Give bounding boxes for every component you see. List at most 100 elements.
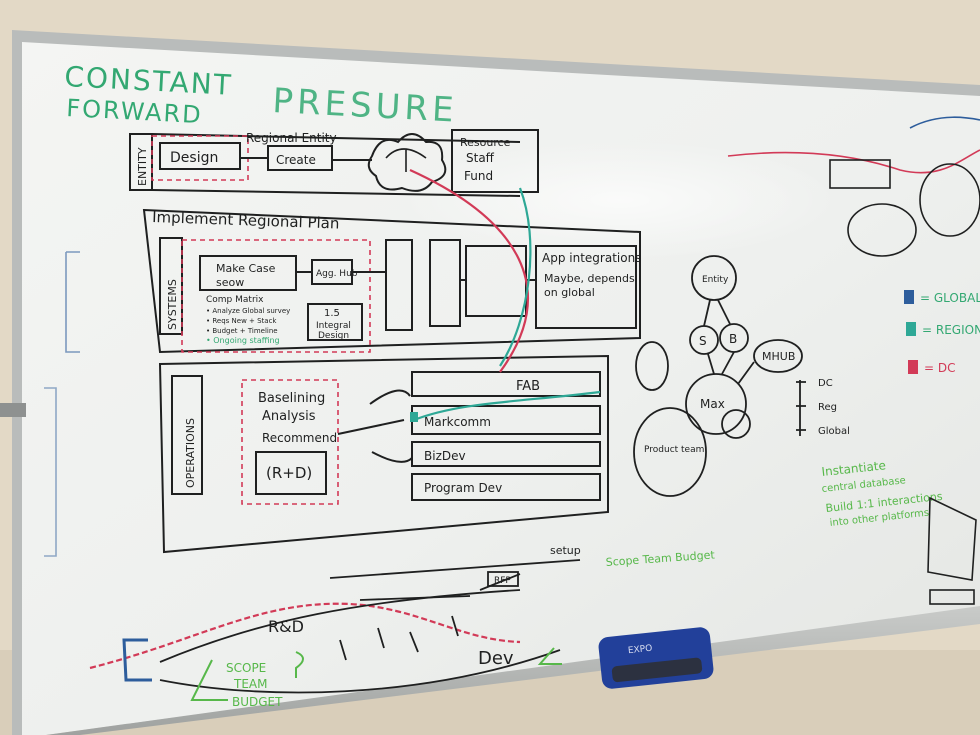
dc-label: DC	[818, 378, 833, 389]
product-team-node	[633, 407, 707, 497]
scope-label: SCOPE	[226, 661, 266, 675]
mhub-node	[753, 339, 803, 373]
bizdev-box	[411, 441, 601, 467]
baselining-dashed	[241, 379, 339, 505]
blue-left-bracket	[65, 251, 80, 353]
legend-dc: = DC	[924, 361, 956, 375]
rd-ops-label: (R+D)	[266, 464, 312, 482]
s-node-label: S	[699, 334, 707, 348]
program-dev-box	[411, 473, 601, 501]
step-1-5: 1.5	[324, 308, 340, 319]
stack-box	[385, 239, 413, 331]
product-team-label: Product team	[644, 445, 704, 455]
reqs-stack: • Reqs New + Stack	[206, 317, 277, 325]
reg-label: Reg	[818, 402, 837, 413]
resource-label: Resource	[460, 136, 511, 149]
legend-regional: = REGIONAL	[922, 323, 980, 337]
max-node	[685, 373, 747, 435]
design-box	[159, 142, 241, 170]
fab-label: FAB	[516, 379, 540, 394]
light-glare	[400, 140, 840, 260]
budget-timeline: • Budget + Timeline	[206, 327, 278, 335]
b-node-label: B	[729, 332, 737, 346]
whiteboard-eraser[interactable]: EXPO	[598, 626, 715, 689]
operations-label: OPERATIONS	[184, 418, 197, 488]
team-label: TEAM	[233, 677, 267, 691]
resource-box	[451, 129, 539, 193]
wall-mount-bracket	[0, 403, 26, 417]
board-title: CONSTANT FORWARD PRESURE	[64, 60, 459, 131]
agg-hub-label: Agg. Hub	[316, 269, 358, 279]
integral-line2: Design	[318, 331, 349, 341]
pink-bracket-bottom	[89, 602, 521, 670]
setup-label: setup	[550, 544, 581, 557]
entity-row	[129, 129, 539, 197]
create-label: Create	[276, 153, 316, 167]
global-label: Global	[818, 426, 850, 437]
app-integrations-box	[535, 245, 637, 329]
small-left-node	[635, 341, 669, 391]
instantiate-line1: Instantiate	[821, 458, 887, 479]
dev-bottom-label: Dev	[478, 648, 514, 669]
title-pressure: PRESURE	[272, 81, 459, 131]
eraser-felt	[611, 657, 703, 683]
ongoing-staffing: • Ongoing staffing	[206, 336, 280, 345]
legend-green-swatch	[906, 322, 916, 336]
baselining-label: Baselining	[258, 391, 325, 406]
implement-block	[142, 208, 641, 354]
analysis-label: Analysis	[262, 409, 316, 424]
teal-marker-dot	[410, 412, 418, 422]
make-case-line2: seow	[216, 276, 244, 289]
program-dev-label: Program Dev	[424, 481, 502, 495]
systems-dashed-box	[181, 239, 371, 353]
entity-node	[691, 255, 737, 301]
integration-box	[429, 239, 461, 327]
eraser-brand: EXPO	[628, 644, 653, 656]
rfp-box	[487, 571, 519, 587]
budget-label: BUDGET	[232, 695, 283, 709]
fund-label: Fund	[464, 169, 493, 183]
color-legend: = GLOBAL = REGIONAL = DC	[904, 290, 980, 375]
bottom-timeline	[44, 251, 581, 694]
entity-node-label: Entity	[702, 275, 729, 285]
bizdev-label: BizDev	[424, 449, 466, 463]
max-plus-node	[721, 409, 751, 439]
fab-box	[411, 371, 601, 397]
legend-global: = GLOBAL	[920, 291, 980, 305]
rd-bottom-label: R&D	[268, 617, 304, 636]
green-brackets	[190, 647, 562, 701]
marker-tray	[46, 606, 980, 735]
design-label: Design	[170, 150, 218, 166]
pink-connector	[409, 168, 529, 373]
right-diagram	[633, 255, 806, 497]
regional-entity-label: Regional Entity	[246, 131, 337, 145]
legend-blue-swatch	[904, 290, 914, 304]
systems-label: SYSTEMS	[166, 279, 179, 330]
cloud-sketch	[367, 133, 447, 192]
rd-box	[255, 451, 327, 495]
integral-line1: Integral	[316, 321, 351, 331]
mhub-label: MHUB	[762, 350, 795, 363]
integral-design-box	[307, 303, 363, 341]
entity-label: ENTITY	[136, 147, 149, 186]
teal-connector-2	[413, 390, 601, 422]
maybe-line1: Maybe, depends	[544, 272, 635, 285]
maybe-line2: on global	[544, 286, 595, 299]
blue-left-bracket-2	[44, 387, 57, 557]
make-case-line1: Make Case	[216, 262, 276, 275]
analyze-survey: • Analyze Global survey	[206, 307, 290, 315]
staff-label: Staff	[466, 151, 495, 165]
blue-bracket	[122, 638, 152, 682]
max-label: Max	[700, 397, 725, 411]
top-right-sketch	[727, 116, 980, 605]
comp-matrix: Comp Matrix	[206, 295, 264, 305]
teal-connector-1	[499, 187, 532, 367]
app-integrations-label: App integrations	[542, 251, 641, 265]
operations-side-box	[171, 375, 203, 495]
recommend-label: Recommend	[262, 431, 337, 445]
legend-pink-swatch	[908, 360, 918, 374]
markcomm-label: Markcomm	[424, 415, 491, 429]
colored-connectors	[89, 168, 601, 670]
rfp-label: RFP	[494, 576, 511, 586]
